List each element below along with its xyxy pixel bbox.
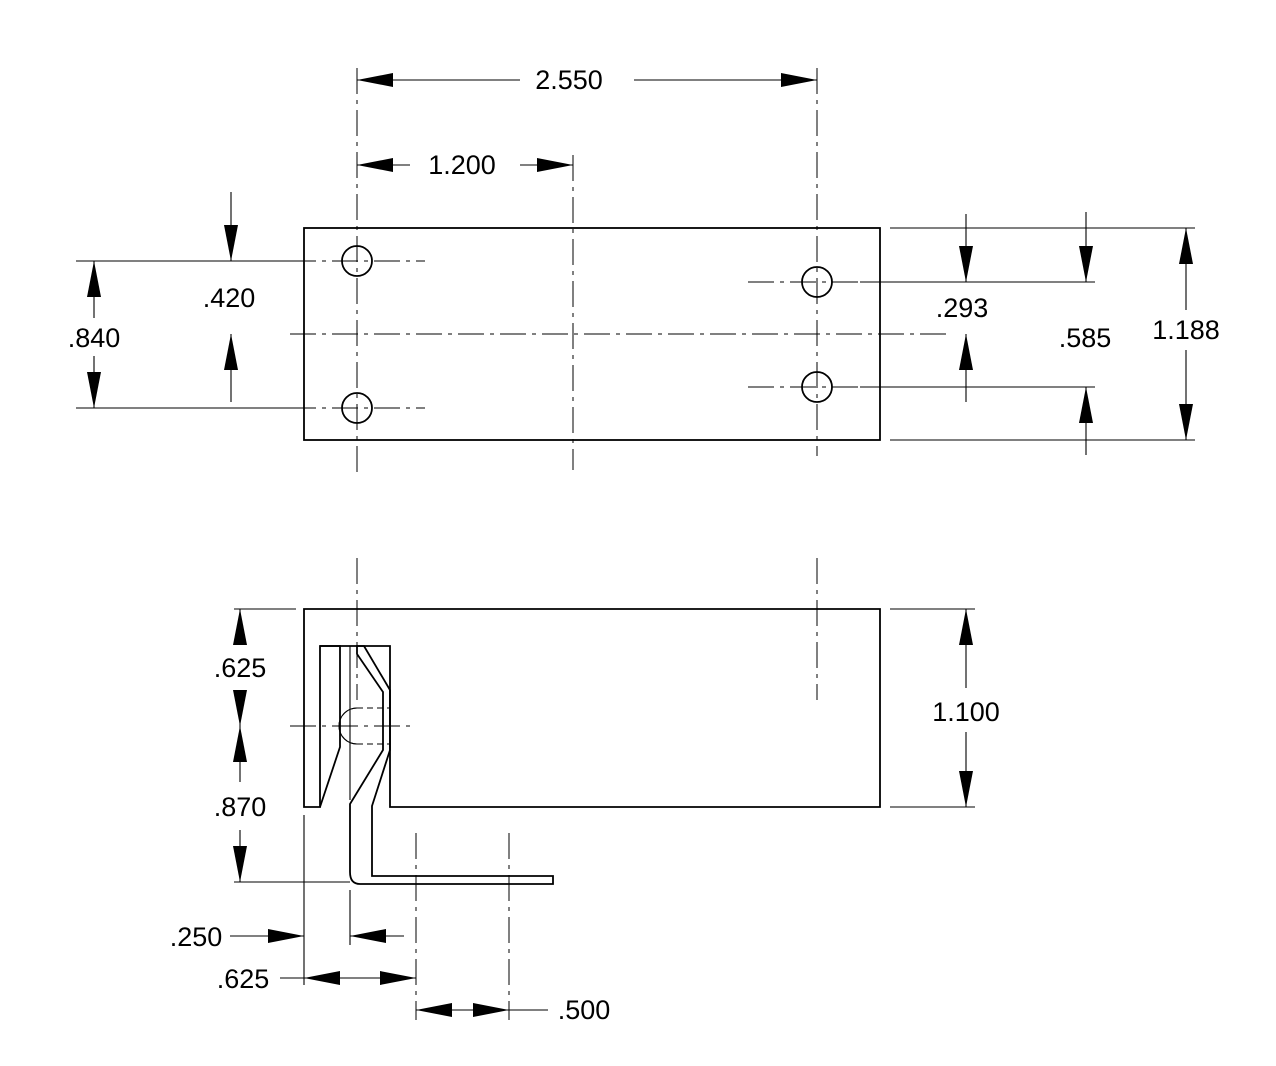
- dim-upper-height-label: .625: [214, 653, 267, 683]
- front-view: .625 .870 1.100 .250: [170, 558, 1000, 1025]
- latch-clip: [349, 645, 554, 885]
- dim-hole-to-center-label: 1.200: [428, 150, 496, 180]
- dim-upper-height: .625: [214, 609, 267, 726]
- front-body-outline: [303, 608, 881, 808]
- dim-body-height: 1.100: [932, 609, 1000, 807]
- top-view: 2.550 1.200 .840 .420: [68, 65, 1220, 478]
- dim-bend-offset-label: .625: [217, 964, 270, 994]
- inner-wall: [319, 645, 341, 808]
- dim-right-hole-spacing-label: .585: [1059, 323, 1112, 353]
- dim-lower-height: .870: [214, 726, 267, 882]
- dim-wall-thickness-label: .250: [170, 922, 223, 952]
- dim-slot-spacing-label: .500: [558, 995, 611, 1025]
- dim-hole-to-center: 1.200: [357, 150, 573, 180]
- dim-left-hole-spacing-label: .840: [68, 323, 121, 353]
- dim-plate-height: 1.188: [1152, 228, 1220, 440]
- dim-overall-hole-span-label: 2.550: [535, 65, 603, 95]
- dim-body-height-label: 1.100: [932, 697, 1000, 727]
- dim-lower-height-label: .870: [214, 792, 267, 822]
- dim-left-hole-half-spacing-label: .420: [203, 283, 256, 313]
- dim-right-hole-offset: .293: [936, 214, 989, 402]
- dim-wall-thickness: .250: [170, 922, 404, 952]
- dim-overall-hole-span: 2.550: [357, 65, 817, 95]
- dim-slot-spacing: .500: [416, 995, 610, 1025]
- hidden-slot: [338, 707, 390, 745]
- dim-right-hole-offset-label: .293: [936, 293, 989, 323]
- dim-plate-height-label: 1.188: [1152, 315, 1220, 345]
- dim-left-hole-spacing: .840: [68, 260, 290, 409]
- dim-bend-offset: .625: [217, 964, 416, 994]
- dim-right-hole-spacing: .585: [1059, 212, 1112, 455]
- dim-left-hole-half-spacing: .420: [203, 192, 256, 402]
